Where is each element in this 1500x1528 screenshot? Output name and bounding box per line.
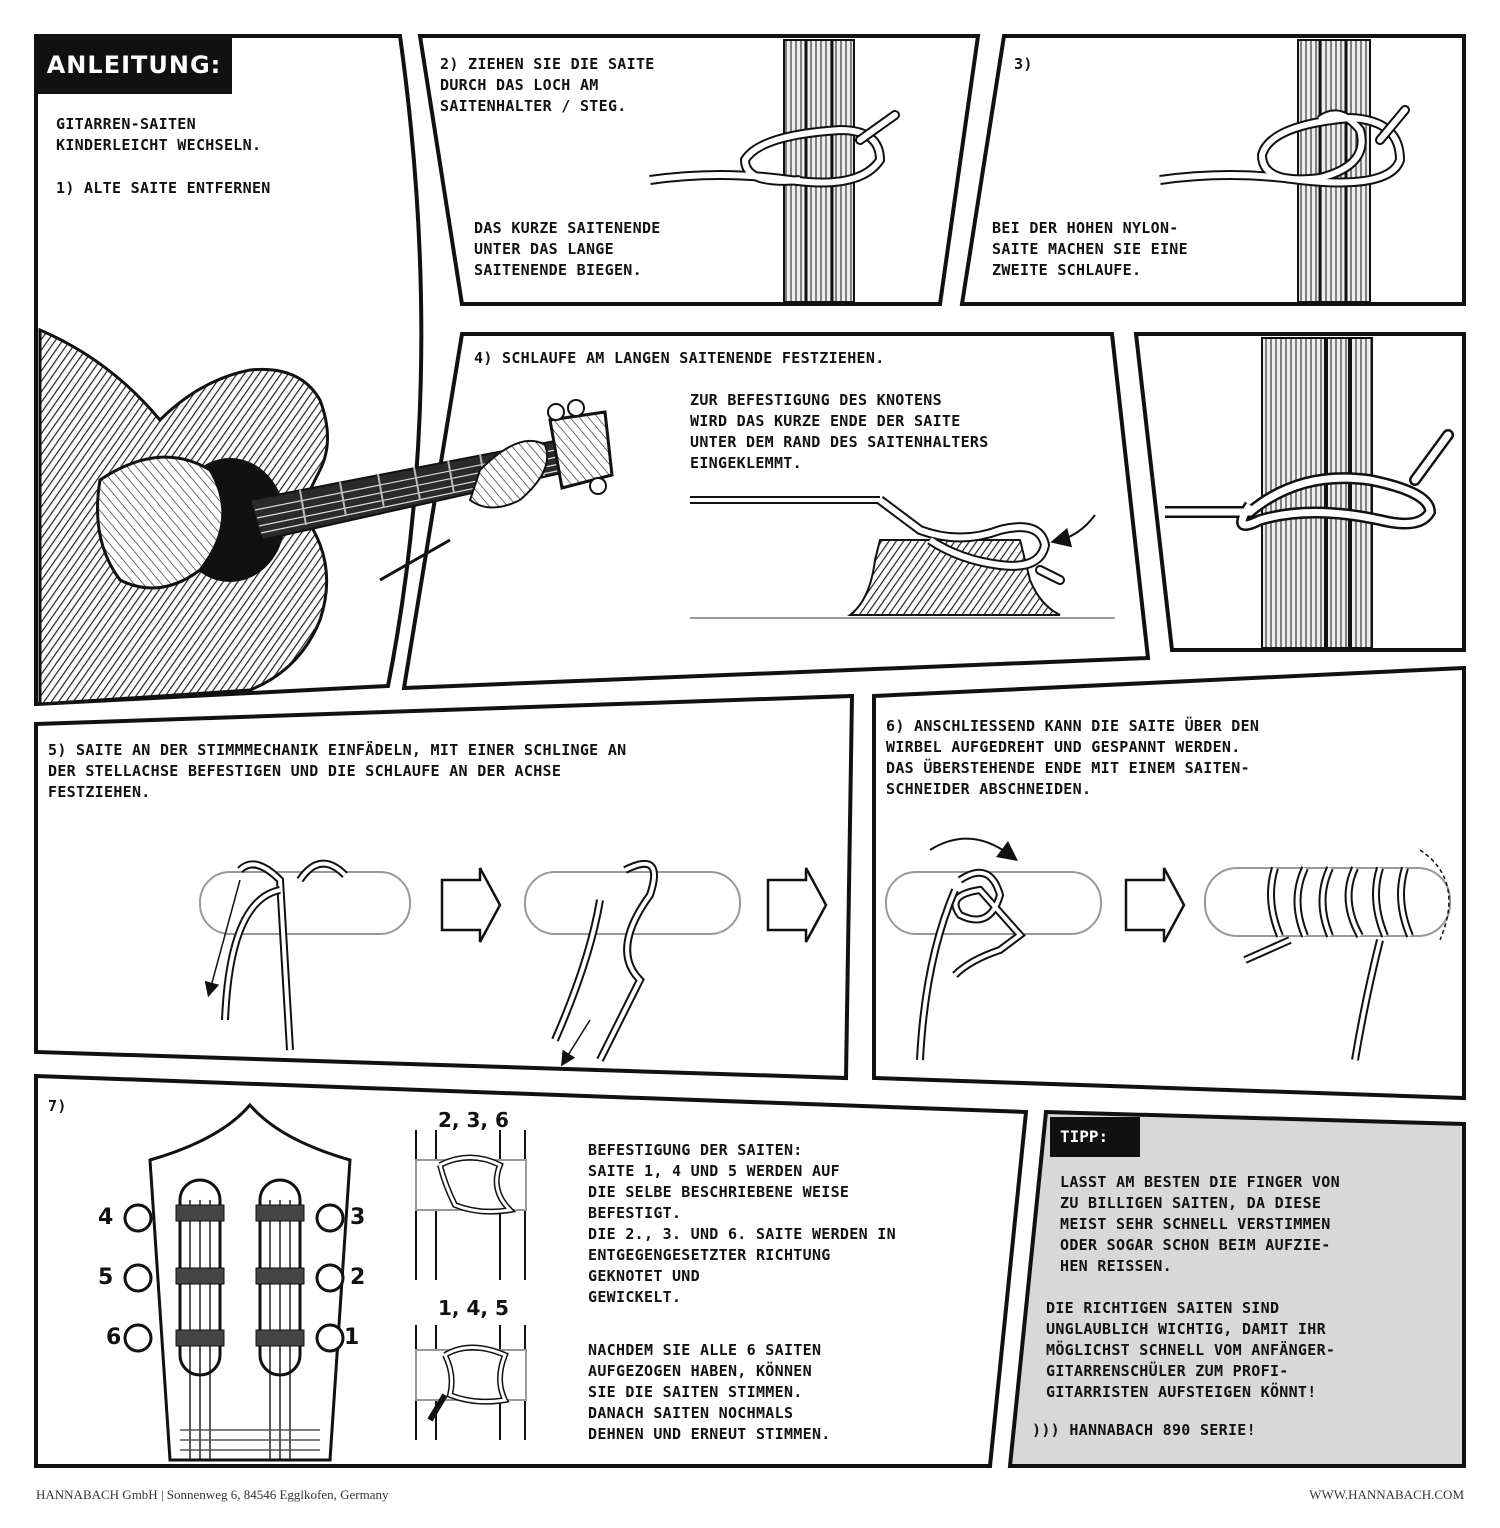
tipp-paragraph-3: ))) HANNABACH 890 SERIE! [1032, 1421, 1256, 1439]
knot-illustration-3 [1159, 39, 1410, 303]
peg-number-4: 4 [98, 1205, 114, 1230]
peg-illustration-5 [199, 859, 828, 1067]
tipp-frame [1007, 1109, 1466, 1468]
wrap-label-b: 1, 4, 5 [438, 1296, 509, 1320]
panel-3-frame [959, 34, 1466, 306]
step-7-heading: 7) [48, 1097, 67, 1115]
peg-number-6: 6 [106, 1325, 122, 1350]
tipp-paragraph-1: LASST AM BESTEN DIE FINGER VON ZU BILLIG… [1060, 1173, 1340, 1275]
step-3-heading: 3) [1014, 55, 1033, 73]
peg-number-1: 1 [344, 1325, 360, 1350]
footer-url[interactable]: WWW.HANNABACH.COM [1309, 1487, 1464, 1502]
peg-number-5: 5 [98, 1265, 114, 1290]
panel-4-frame [401, 332, 1151, 691]
step-4-caption: ZUR BEFESTIGUNG DES KNOTENS WIRD DAS KUR… [690, 391, 989, 472]
page-title: ANLEITUNG: [36, 36, 232, 94]
step-6-text: 6) ANSCHLIESSEND KANN DIE SAITE ÜBER DEN… [886, 717, 1260, 798]
guitar-illustration [38, 327, 614, 706]
panel-1-frame [34, 34, 424, 707]
headstock-illustration [123, 1102, 352, 1462]
saddle-illustration [690, 495, 1115, 619]
wrap-diagram-b [415, 1325, 527, 1440]
step-7-text-a: BEFESTIGUNG DER SAITEN: SAITE 1, 4 UND 5… [588, 1141, 896, 1306]
peg-illustration-6 [885, 837, 1451, 1061]
knot-illustration-2 [649, 39, 900, 303]
panel-frames [34, 34, 1466, 1468]
tipp-badge: TIPP: [1050, 1117, 1140, 1157]
peg-number-2: 2 [350, 1265, 366, 1290]
panel-4b-frame [1133, 332, 1466, 652]
wrap-diagram-a [415, 1130, 527, 1280]
step-4-heading: 4) SCHLAUFE AM LANGEN SAITENENDE FESTZIE… [474, 349, 885, 367]
step-2-heading: 2) ZIEHEN SIE DIE SAITE DURCH DAS LOCH A… [440, 55, 655, 115]
wrap-label-a: 2, 3, 6 [438, 1108, 509, 1132]
panel-2-frame [417, 34, 981, 306]
tipp-paragraph-2: DIE RICHTIGEN SAITEN SIND UNGLAUBLICH WI… [1046, 1299, 1336, 1401]
step-5-text: 5) SAITE AN DER STIMMMECHANIK EINFÄDELN,… [48, 741, 627, 801]
knot-illustration-4b [1165, 337, 1454, 649]
panel-5-frame [34, 693, 855, 1081]
panel-7-frame [34, 1073, 1029, 1468]
step-2-caption: DAS KURZE SAITENENDE UNTER DAS LANGE SAI… [474, 219, 661, 279]
intro-text: GITARREN-SAITEN KINDERLEICHT WECHSELN. [56, 115, 262, 154]
step-7-text-b: NACHDEM SIE ALLE 6 SAITEN AUFGEZOGEN HAB… [588, 1341, 831, 1443]
panel-6-frame [872, 665, 1466, 1101]
step-1-text: 1) ALTE SAITE ENTFERNEN [56, 179, 271, 197]
peg-number-3: 3 [350, 1205, 366, 1230]
footer-address: HANNABACH GmbH | Sonnenweg 6, 84546 Eggl… [36, 1487, 389, 1502]
step-3-caption: BEI DER HOHEN NYLON- SAITE MACHEN SIE EI… [992, 219, 1188, 279]
